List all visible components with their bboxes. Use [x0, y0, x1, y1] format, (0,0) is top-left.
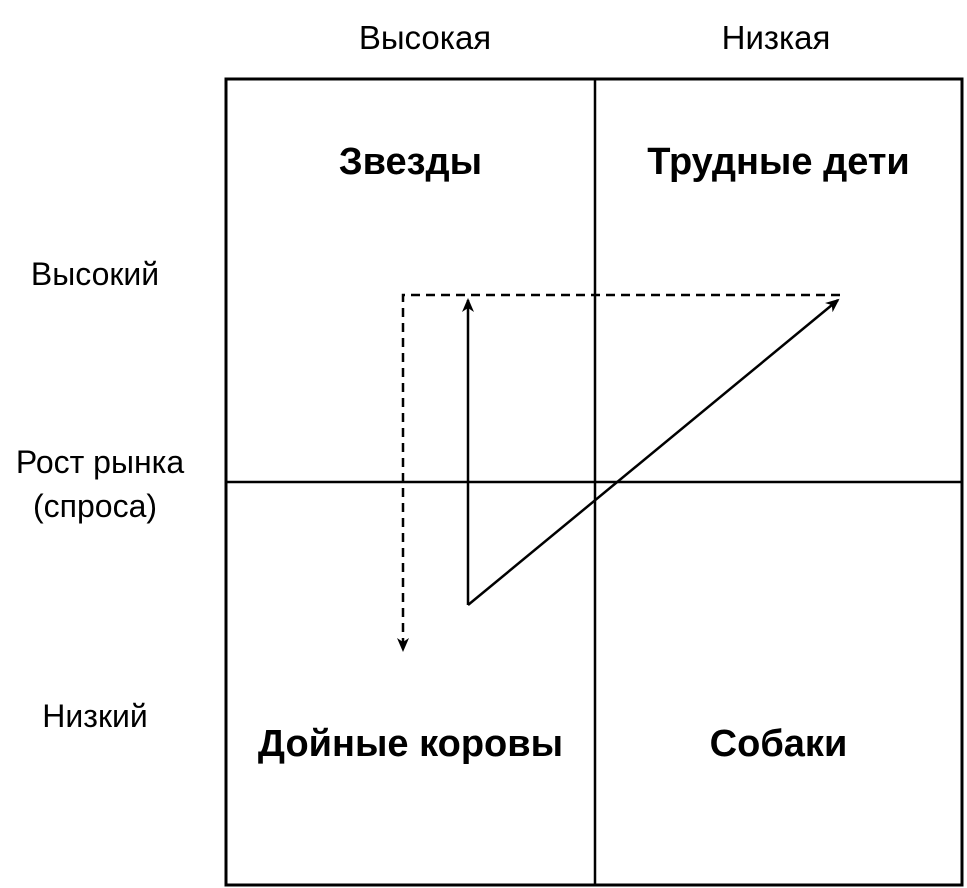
quadrant-cash-cows-label: Дойные коровы: [257, 723, 564, 765]
quadrant-dogs-label: Собаки: [709, 723, 848, 765]
quadrant-stars-label: Звезды: [338, 141, 483, 183]
row-label-low: Низкий: [42, 698, 148, 734]
diagonal-arrow: [467, 298, 840, 606]
dashed-arrow-path: [397, 293, 840, 652]
column-header-high: Высокая: [358, 19, 492, 56]
row-axis-label-line2: (спроса): [32, 488, 158, 524]
column-header-low: Низкая: [721, 19, 831, 56]
row-label-high: Высокий: [30, 256, 160, 292]
row-axis-label-line1: Рост рынка: [15, 444, 185, 480]
quadrant-question-marks-label: Трудные дети: [647, 141, 910, 183]
